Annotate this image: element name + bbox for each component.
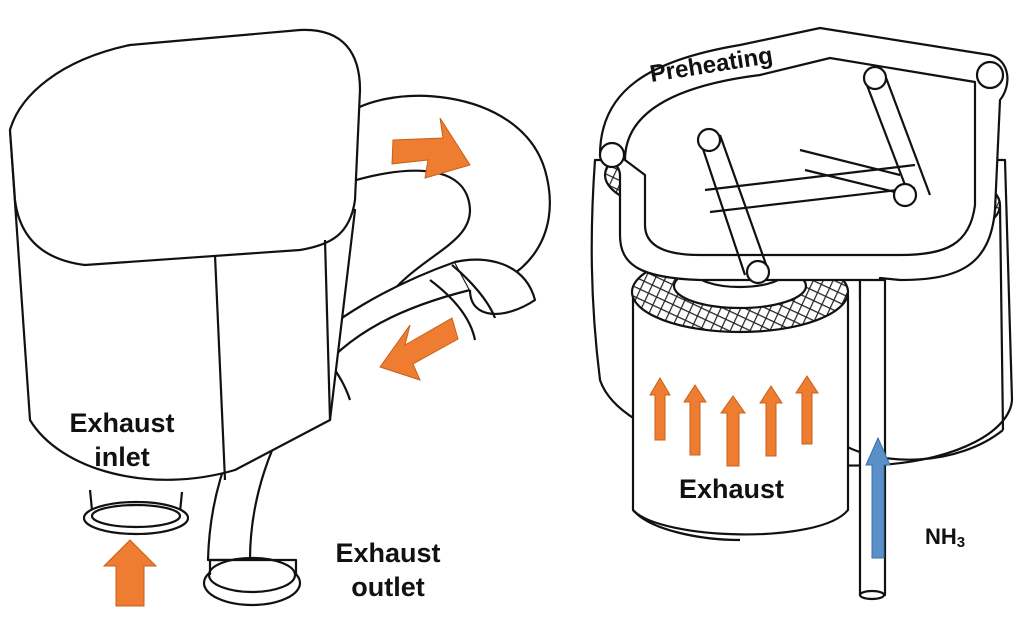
exhaust-arrow-2 [683,384,707,456]
exhaust-arrow-1 [649,377,671,441]
mixer-housing [8,28,362,536]
right-device [590,26,1014,601]
left-flow-arrows [102,117,471,607]
exhaust-arrow-4 [759,385,783,457]
exhaust-inlet-line1: Exhaust [69,408,175,438]
preheating-tube [598,26,1009,302]
exhaust-inlet-label: Exhaust inlet [52,410,192,471]
pipe-flow-arrow-bottom [379,317,459,381]
exhaust-outlet-line2: outlet [351,572,425,602]
nh3-label-subscript: 3 [956,534,966,551]
nh3-label-main: NH [925,524,957,549]
exhaust-outlet-line1: Exhaust [335,538,441,568]
exhaust-inlet-line2: inlet [94,442,150,472]
left-device [8,28,551,607]
nh3-label: NH3 [925,524,966,551]
exhaust-label: Exhaust [679,474,785,504]
exhaust-outlet-label: Exhaust outlet [318,540,458,601]
exhaust-arrow-5 [795,375,819,445]
pipe-flow-arrow-top [391,117,471,179]
exhaust-flow-arrows [649,375,819,467]
ammonia-flow-arrow [865,436,891,559]
exhaust-arrow-3 [720,395,746,467]
inlet-flow-arrow [102,539,158,607]
